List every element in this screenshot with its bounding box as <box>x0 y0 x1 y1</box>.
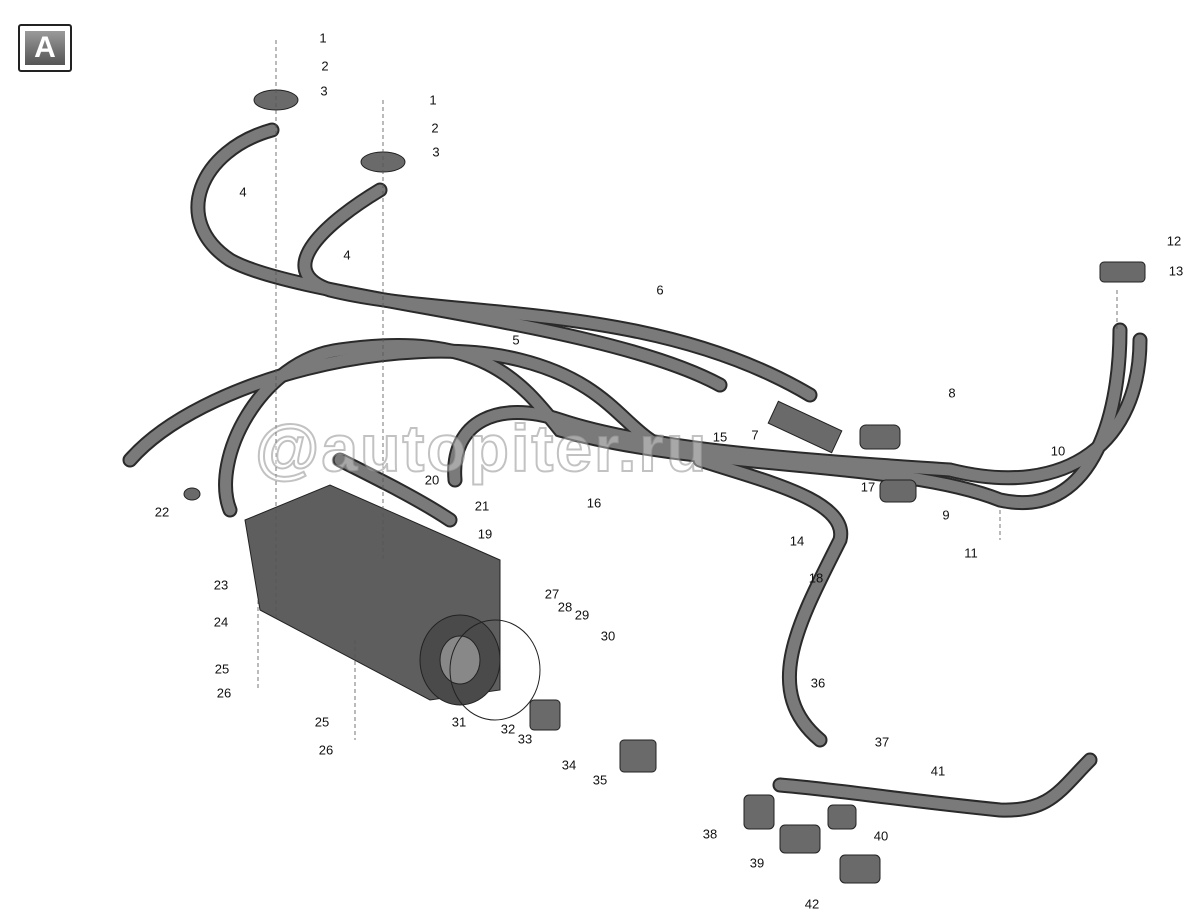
callout-21: 21 <box>474 498 490 514</box>
pump-body <box>244 484 501 706</box>
callout-25: 25 <box>214 661 230 677</box>
callout-13: 13 <box>1168 263 1184 279</box>
assembly-lines <box>257 40 1118 740</box>
callout-31: 31 <box>451 714 467 730</box>
callout-37: 37 <box>874 734 890 750</box>
callout-12: 12 <box>1166 233 1182 249</box>
callout-6: 6 <box>656 282 664 298</box>
callout-20: 20 <box>424 472 440 488</box>
hoses <box>122 122 1148 818</box>
callout-33: 33 <box>517 731 533 747</box>
callout-36: 36 <box>810 675 826 691</box>
callout-29: 29 <box>574 607 590 623</box>
callout-26: 26 <box>318 742 334 758</box>
callout-26: 26 <box>216 685 232 701</box>
callout-2: 2 <box>321 58 329 74</box>
callout-11: 11 <box>964 545 978 561</box>
view-badge: A <box>18 24 72 72</box>
callout-23: 23 <box>213 577 229 593</box>
view-badge-letter: A <box>25 31 65 65</box>
callout-7: 7 <box>751 427 759 443</box>
callout-3: 3 <box>432 144 440 160</box>
callout-19: 19 <box>477 526 493 542</box>
callout-1: 1 <box>429 92 437 108</box>
callout-4: 4 <box>343 247 351 263</box>
callout-14: 14 <box>789 533 805 549</box>
callout-15: 15 <box>712 429 728 445</box>
callout-1: 1 <box>319 30 327 46</box>
callout-27: 27 <box>544 586 560 602</box>
callout-24: 24 <box>213 614 229 630</box>
callout-9: 9 <box>942 507 950 523</box>
callout-41: 41 <box>930 763 946 779</box>
callout-18: 18 <box>808 570 824 586</box>
callout-17: 17 <box>860 479 876 495</box>
callout-30: 30 <box>600 628 616 644</box>
callout-2: 2 <box>431 120 439 136</box>
callout-5: 5 <box>512 332 520 348</box>
callout-34: 34 <box>561 757 577 773</box>
callout-35: 35 <box>592 772 608 788</box>
callout-10: 10 <box>1050 443 1066 459</box>
callout-22: 22 <box>154 504 170 520</box>
callout-3: 3 <box>320 83 328 99</box>
callout-8: 8 <box>948 385 956 401</box>
callout-16: 16 <box>586 495 602 511</box>
callout-32: 32 <box>500 721 516 737</box>
callout-38: 38 <box>702 826 718 842</box>
callout-25: 25 <box>314 714 330 730</box>
callout-40: 40 <box>873 828 889 844</box>
callout-28: 28 <box>557 599 573 615</box>
callout-42: 42 <box>804 896 820 912</box>
callout-4: 4 <box>239 184 247 200</box>
watermark: @autopiter.ru <box>254 410 709 486</box>
callout-39: 39 <box>749 855 765 871</box>
